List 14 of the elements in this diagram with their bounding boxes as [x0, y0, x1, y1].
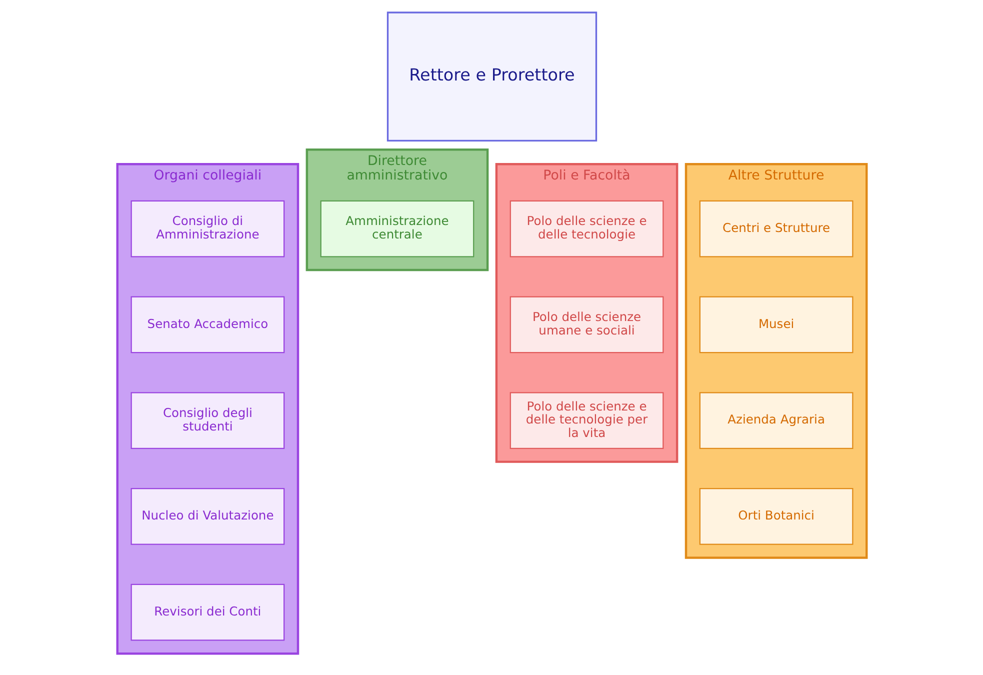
node-box: Revisori dei Conti [130, 584, 284, 641]
node-box: Polo delle scienze e delle tecnologie [509, 200, 664, 258]
node-box: Polo delle scienze e delle tecnologie per la vita [509, 392, 664, 449]
node-box: Nucleo di Valutazione [130, 488, 284, 545]
node-box: Orti Botanici [698, 488, 853, 545]
node-box: Rettore e Prorettore [386, 12, 597, 142]
node-box: Polo delle scienze umane e sociali [509, 296, 664, 354]
node-box: Senato Accademico [130, 296, 284, 354]
node-box: Centri e Strutture [698, 200, 853, 258]
node-box: Consiglio di Amministrazione [130, 200, 284, 258]
node-box: Musei [698, 296, 853, 354]
node-box: Consiglio degli studenti [130, 392, 284, 449]
node-box: Amministrazione centrale [320, 200, 474, 258]
node-box: Azienda Agraria [698, 392, 853, 449]
